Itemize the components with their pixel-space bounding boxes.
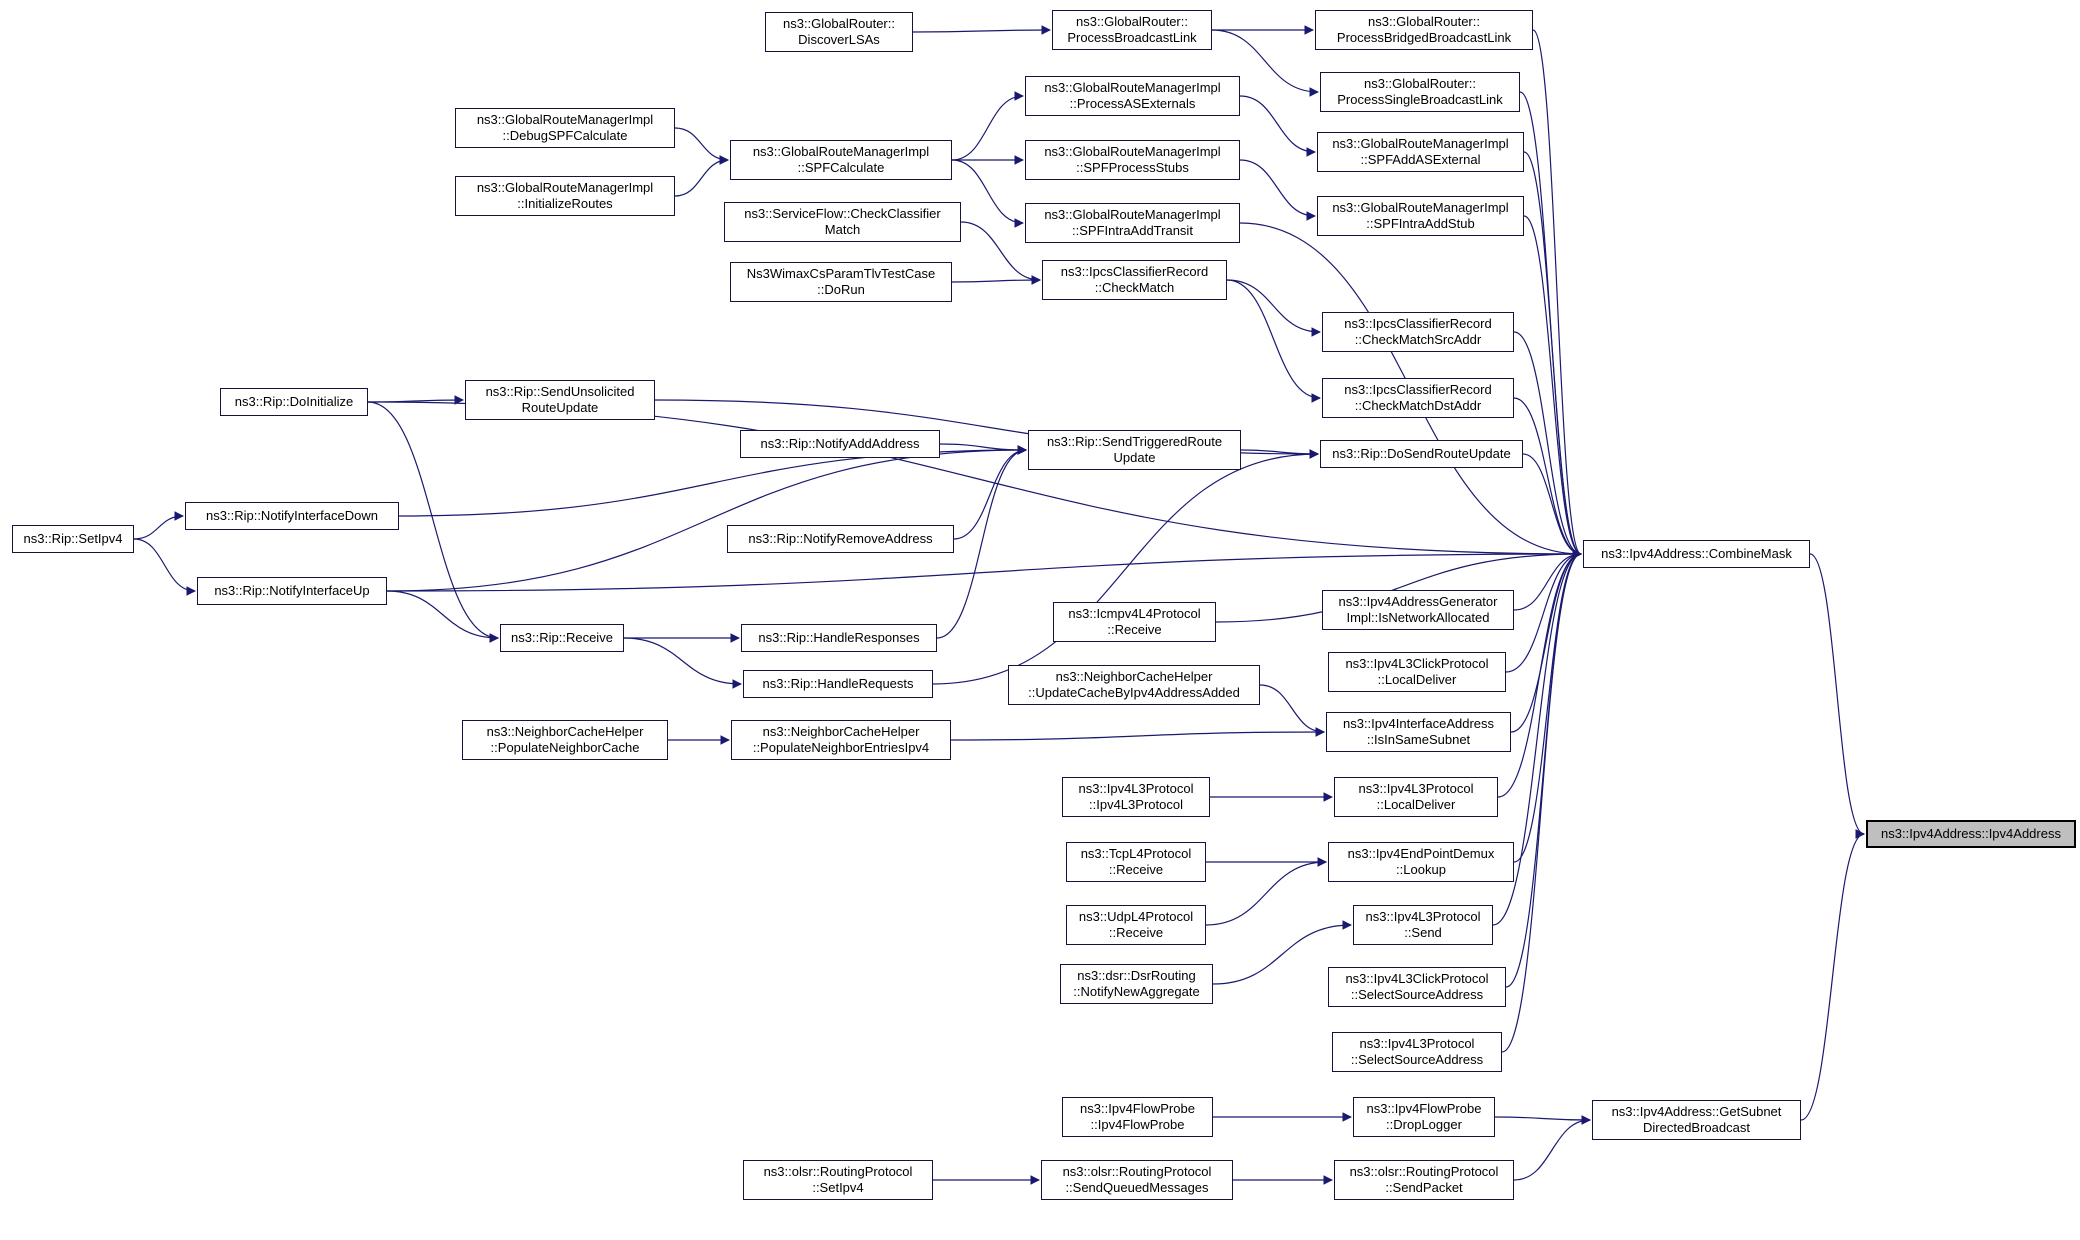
edge-check-match-dst-addr-to-combine-mask — [1513, 397, 1582, 559]
graph-node-rip-do-send-route-update[interactable]: ns3::Rip::DoSendRouteUpdate — [1320, 440, 1523, 468]
graph-node-l3-send[interactable]: ns3::Ipv4L3Protocol ::Send — [1353, 905, 1493, 945]
edge-wimax-do-run-to-ipcs-check-match — [951, 275, 1041, 285]
graph-node-endpoint-lookup[interactable]: ns3::Ipv4EndPointDemux ::Lookup — [1328, 842, 1514, 882]
graph-node-process-as-externals[interactable]: ns3::GlobalRouteManagerImpl ::ProcessASE… — [1025, 76, 1240, 116]
graph-node-udp-receive[interactable]: ns3::UdpL4Protocol ::Receive — [1066, 905, 1206, 945]
graph-node-rip-receive[interactable]: ns3::Rip::Receive — [500, 624, 624, 652]
graph-node-populate-neighbor-entries-ipv4[interactable]: ns3::NeighborCacheHelper ::PopulateNeigh… — [731, 720, 951, 760]
edge-spf-calculate-to-process-as-externals — [951, 91, 1024, 161]
edge-combine-mask-to-ipv4address-ctor — [1809, 553, 1865, 839]
graph-node-populate-neighbor-cache[interactable]: ns3::NeighborCacheHelper ::PopulateNeigh… — [462, 720, 668, 760]
edge-ipcs-check-match-to-check-match-src-addr — [1226, 279, 1321, 337]
edge-process-bridged-broadcast-link-to-combine-mask — [1532, 29, 1582, 559]
graph-node-rip-notify-interface-up[interactable]: ns3::Rip::NotifyInterfaceUp — [197, 577, 387, 605]
graph-node-rip-send-unsolicited-route-update[interactable]: ns3::Rip::SendUnsolicited RouteUpdate — [465, 380, 655, 420]
edge-flowprobe-drop-logger-to-get-subnet-directed-broadcast — [1494, 1115, 1591, 1125]
edge-check-classifier-match-to-ipcs-check-match — [960, 221, 1041, 285]
edge-click-local-deliver-to-combine-mask — [1505, 549, 1582, 673]
graph-node-click-local-deliver[interactable]: ns3::Ipv4L3ClickProtocol ::LocalDeliver — [1328, 652, 1506, 692]
edge-initialize-routes-to-spf-calculate — [674, 155, 729, 197]
edge-l3-local-deliver-to-combine-mask — [1497, 549, 1582, 798]
edge-populate-neighbor-entries-ipv4-to-is-in-same-subnet — [950, 727, 1325, 741]
edge-process-broadcast-link-to-process-single-broadcast-link — [1211, 29, 1319, 97]
edge-rip-set-ipv4-to-rip-notify-interface-up — [133, 538, 196, 596]
graph-node-process-bridged-broadcast-link[interactable]: ns3::GlobalRouter:: ProcessBridgedBroadc… — [1315, 10, 1533, 50]
graph-node-process-single-broadcast-link[interactable]: ns3::GlobalRouter:: ProcessSingleBroadca… — [1320, 72, 1520, 112]
edge-rip-set-ipv4-to-rip-notify-interface-down — [133, 511, 184, 540]
graph-node-olsr-set-ipv4[interactable]: ns3::olsr::RoutingProtocol ::SetIpv4 — [743, 1160, 933, 1200]
graph-node-check-classifier-match[interactable]: ns3::ServiceFlow::CheckClassifier Match — [724, 202, 961, 242]
edge-rip-handle-responses-to-rip-send-triggered-route-update — [936, 445, 1027, 639]
graph-node-spf-calculate[interactable]: ns3::GlobalRouteManagerImpl ::SPFCalcula… — [730, 140, 952, 180]
edge-process-as-externals-to-spf-add-as-external — [1239, 95, 1316, 157]
graph-node-ipv4address-ctor[interactable]: ns3::Ipv4Address::Ipv4Address — [1866, 820, 2076, 848]
edge-dsr-notify-new-aggregate-to-l3-send — [1212, 920, 1352, 985]
edge-ipcs-check-match-to-check-match-dst-addr — [1226, 279, 1321, 403]
graph-node-olsr-send-queued-messages[interactable]: ns3::olsr::RoutingProtocol ::SendQueuedM… — [1041, 1160, 1233, 1200]
graph-node-spf-intra-add-stub[interactable]: ns3::GlobalRouteManagerImpl ::SPFIntraAd… — [1317, 196, 1524, 236]
graph-node-ipcs-check-match[interactable]: ns3::IpcsClassifierRecord ::CheckMatch — [1042, 260, 1227, 300]
edge-rip-notify-interface-up-to-rip-receive — [386, 590, 499, 643]
graph-node-ipv4l3protocol-ctor[interactable]: ns3::Ipv4L3Protocol ::Ipv4L3Protocol — [1062, 777, 1210, 817]
edge-olsr-send-packet-to-get-subnet-directed-broadcast — [1513, 1115, 1591, 1181]
edge-spf-process-stubs-to-spf-intra-add-stub — [1239, 159, 1316, 221]
graph-node-rip-notify-add-address[interactable]: ns3::Rip::NotifyAddAddress — [740, 430, 940, 458]
graph-node-rip-send-triggered-route-update[interactable]: ns3::Rip::SendTriggeredRoute Update — [1028, 430, 1241, 470]
edge-rip-notify-interface-up-to-combine-mask — [386, 549, 1582, 592]
graph-node-rip-set-ipv4[interactable]: ns3::Rip::SetIpv4 — [12, 525, 134, 553]
edge-spf-intra-add-stub-to-combine-mask — [1523, 215, 1582, 559]
edge-l3-send-to-combine-mask — [1492, 549, 1582, 926]
graph-node-check-match-src-addr[interactable]: ns3::IpcsClassifierRecord ::CheckMatchSr… — [1322, 312, 1514, 352]
edge-rip-handle-requests-to-rip-do-send-route-update — [932, 449, 1319, 685]
edge-is-network-allocated-to-combine-mask — [1513, 549, 1582, 611]
graph-node-discover-lsas[interactable]: ns3::GlobalRouter:: DiscoverLSAs — [765, 12, 913, 52]
graph-node-is-network-allocated[interactable]: ns3::Ipv4AddressGenerator Impl::IsNetwor… — [1322, 590, 1514, 630]
edge-icmpv4-receive-to-combine-mask — [1215, 549, 1582, 623]
graph-node-icmpv4-receive[interactable]: ns3::Icmpv4L4Protocol ::Receive — [1053, 602, 1216, 642]
graph-node-spf-process-stubs[interactable]: ns3::GlobalRouteManagerImpl ::SPFProcess… — [1025, 140, 1240, 180]
graph-node-flowprobe-drop-logger[interactable]: ns3::Ipv4FlowProbe ::DropLogger — [1353, 1097, 1495, 1137]
edge-rip-notify-remove-address-to-rip-send-triggered-route-update — [953, 445, 1027, 540]
graph-node-olsr-send-packet[interactable]: ns3::olsr::RoutingProtocol ::SendPacket — [1334, 1160, 1514, 1200]
graph-node-spf-add-as-external[interactable]: ns3::GlobalRouteManagerImpl ::SPFAddASEx… — [1317, 132, 1524, 172]
graph-node-rip-notify-remove-address[interactable]: ns3::Rip::NotifyRemoveAddress — [727, 525, 954, 553]
graph-node-rip-do-initialize[interactable]: ns3::Rip::DoInitialize — [220, 388, 368, 416]
graph-node-spf-intra-add-transit[interactable]: ns3::GlobalRouteManagerImpl ::SPFIntraAd… — [1025, 203, 1240, 243]
graph-node-process-broadcast-link[interactable]: ns3::GlobalRouter:: ProcessBroadcastLink — [1052, 10, 1212, 50]
graph-node-tcp-receive[interactable]: ns3::TcpL4Protocol ::Receive — [1066, 842, 1206, 882]
edge-get-subnet-directed-broadcast-to-ipv4address-ctor — [1800, 829, 1865, 1121]
graph-node-click-select-source[interactable]: ns3::Ipv4L3ClickProtocol ::SelectSourceA… — [1328, 967, 1506, 1007]
edge-udp-receive-to-endpoint-lookup — [1205, 857, 1327, 926]
edge-spf-add-as-external-to-combine-mask — [1523, 151, 1582, 559]
edge-rip-receive-to-rip-handle-requests — [623, 637, 742, 689]
graph-node-check-match-dst-addr[interactable]: ns3::IpcsClassifierRecord ::CheckMatchDs… — [1322, 378, 1514, 418]
edge-spf-calculate-to-spf-intra-add-transit — [951, 159, 1024, 228]
graph-node-debug-spf-calculate[interactable]: ns3::GlobalRouteManagerImpl ::DebugSPFCa… — [455, 108, 675, 148]
graph-node-wimax-do-run[interactable]: Ns3WimaxCsParamTlvTestCase ::DoRun — [730, 262, 952, 302]
edge-rip-do-initialize-to-rip-receive — [367, 401, 499, 643]
edge-discover-lsas-to-process-broadcast-link — [912, 25, 1051, 35]
graph-node-update-cache-by-ipv4-address-added[interactable]: ns3::NeighborCacheHelper ::UpdateCacheBy… — [1008, 665, 1260, 705]
graph-node-flowprobe-ctor[interactable]: ns3::Ipv4FlowProbe ::Ipv4FlowProbe — [1062, 1097, 1213, 1137]
graph-node-l3-select-source[interactable]: ns3::Ipv4L3Protocol ::SelectSourceAddres… — [1332, 1032, 1502, 1072]
edge-l3-select-source-to-combine-mask — [1501, 549, 1582, 1053]
edge-update-cache-by-ipv4-address-added-to-is-in-same-subnet — [1259, 684, 1325, 737]
graph-node-initialize-routes[interactable]: ns3::GlobalRouteManagerImpl ::Initialize… — [455, 176, 675, 216]
graph-node-rip-notify-interface-down[interactable]: ns3::Rip::NotifyInterfaceDown — [185, 502, 399, 530]
graph-node-combine-mask[interactable]: ns3::Ipv4Address::CombineMask — [1583, 540, 1810, 568]
edge-check-match-src-addr-to-combine-mask — [1513, 331, 1582, 559]
graph-node-dsr-notify-new-aggregate[interactable]: ns3::dsr::DsrRouting ::NotifyNewAggregat… — [1060, 964, 1213, 1004]
graph-node-is-in-same-subnet[interactable]: ns3::Ipv4InterfaceAddress ::IsInSameSubn… — [1326, 712, 1511, 752]
graph-node-get-subnet-directed-broadcast[interactable]: ns3::Ipv4Address::GetSubnet DirectedBroa… — [1592, 1100, 1801, 1140]
graph-node-l3-local-deliver[interactable]: ns3::Ipv4L3Protocol ::LocalDeliver — [1334, 777, 1498, 817]
graph-node-rip-handle-responses[interactable]: ns3::Rip::HandleResponses — [741, 624, 937, 652]
graph-node-rip-handle-requests[interactable]: ns3::Rip::HandleRequests — [743, 670, 933, 698]
